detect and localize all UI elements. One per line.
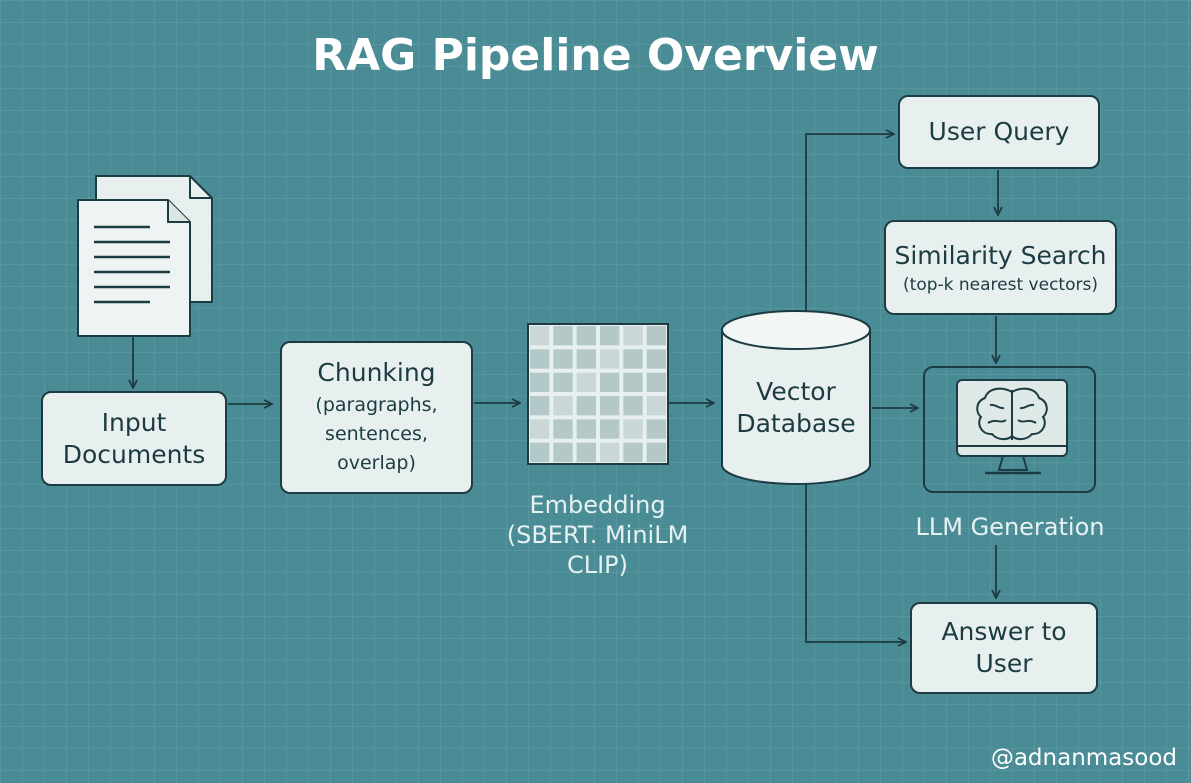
embedding-line-1: Embedding xyxy=(529,491,666,519)
vector-database-line-1: Vector xyxy=(756,377,836,406)
embedding-grid-cell xyxy=(576,396,596,416)
embedding-grid-cell xyxy=(646,396,666,416)
input-documents-line-1: Input xyxy=(101,407,167,437)
answer-line-2: User xyxy=(975,649,1033,678)
embedding-grid-cell xyxy=(623,419,643,439)
embedding-grid-cell xyxy=(646,372,666,392)
chunking-detail-1: (paragraphs, xyxy=(315,394,438,416)
embedding-grid-cell xyxy=(600,326,620,346)
embedding-grid-cell xyxy=(600,442,620,462)
embedding-grid-cell xyxy=(646,326,666,346)
embedding-grid-cell xyxy=(576,349,596,369)
embedding-grid-cell xyxy=(553,372,573,392)
input-documents-line-2: Documents xyxy=(62,439,206,469)
embedding-grid-cell xyxy=(576,326,596,346)
embedding-grid-cell xyxy=(600,349,620,369)
user-query-label: User Query xyxy=(928,117,1070,146)
embedding-grid-cell xyxy=(553,326,573,346)
embedding-grid-cell xyxy=(600,396,620,416)
embedding-grid-cell xyxy=(646,349,666,369)
embedding-grid-cell xyxy=(623,372,643,392)
llm-generation-box xyxy=(923,366,1096,493)
embedding-grid-icon xyxy=(527,323,669,465)
vector-database-line-2: Database xyxy=(736,409,856,438)
embedding-grid-cell xyxy=(646,419,666,439)
embedding-grid-cell xyxy=(576,442,596,462)
similarity-search-subtitle: (top-k nearest vectors) xyxy=(903,274,1098,295)
connectors xyxy=(133,134,998,642)
input-documents-box: Input Documents xyxy=(41,391,227,486)
embedding-grid-cell xyxy=(530,326,550,346)
embedding-grid-cell xyxy=(530,419,550,439)
embedding-label: Embedding (SBERT. MiniLM CLIP) xyxy=(490,490,705,580)
database-cylinder-icon xyxy=(721,310,871,485)
chunking-detail-3: overlap) xyxy=(337,452,416,474)
brain-monitor-icon xyxy=(956,379,1068,475)
embedding-grid-cell xyxy=(530,372,550,392)
chunking-detail-2: sentences, xyxy=(325,423,428,445)
arrow-database-to-answer xyxy=(805,480,906,642)
chunking-title: Chunking xyxy=(317,358,436,387)
arrow-database-to-user-query xyxy=(805,134,894,318)
embedding-grid-cell xyxy=(600,419,620,439)
embedding-grid-cell xyxy=(600,372,620,392)
embedding-grid-cell xyxy=(530,396,550,416)
embedding-grid-cell xyxy=(530,442,550,462)
llm-generation-label: LLM Generation xyxy=(915,513,1105,541)
watermark: @adnanmasood xyxy=(990,745,1177,771)
chunking-box: Chunking (paragraphs, sentences, overlap… xyxy=(280,341,473,494)
embedding-grid-cell xyxy=(553,442,573,462)
embedding-grid-cell xyxy=(530,349,550,369)
answer-box: Answer to User xyxy=(910,602,1098,694)
embedding-grid-cell xyxy=(553,396,573,416)
embedding-grid-cell xyxy=(623,326,643,346)
embedding-grid-cell xyxy=(553,349,573,369)
embedding-grid-cell xyxy=(646,442,666,462)
embedding-grid-cell xyxy=(576,372,596,392)
embedding-grid-cell xyxy=(576,419,596,439)
user-query-box: User Query xyxy=(898,95,1100,169)
embedding-line-2: (SBERT. MiniLM xyxy=(506,521,689,549)
embedding-line-3: CLIP) xyxy=(566,551,629,579)
embedding-grid-cell xyxy=(623,396,643,416)
vector-database-label: Vector Database xyxy=(722,376,870,440)
embedding-grid-cell xyxy=(623,349,643,369)
embedding-grid-cell xyxy=(623,442,643,462)
answer-line-1: Answer to xyxy=(941,617,1067,646)
similarity-search-title: Similarity Search xyxy=(894,240,1107,270)
embedding-grid-cell xyxy=(553,419,573,439)
similarity-search-box: Similarity Search (top-k nearest vectors… xyxy=(884,220,1117,315)
document-stack-icon xyxy=(77,175,213,337)
page-title: RAG Pipeline Overview xyxy=(312,30,879,81)
